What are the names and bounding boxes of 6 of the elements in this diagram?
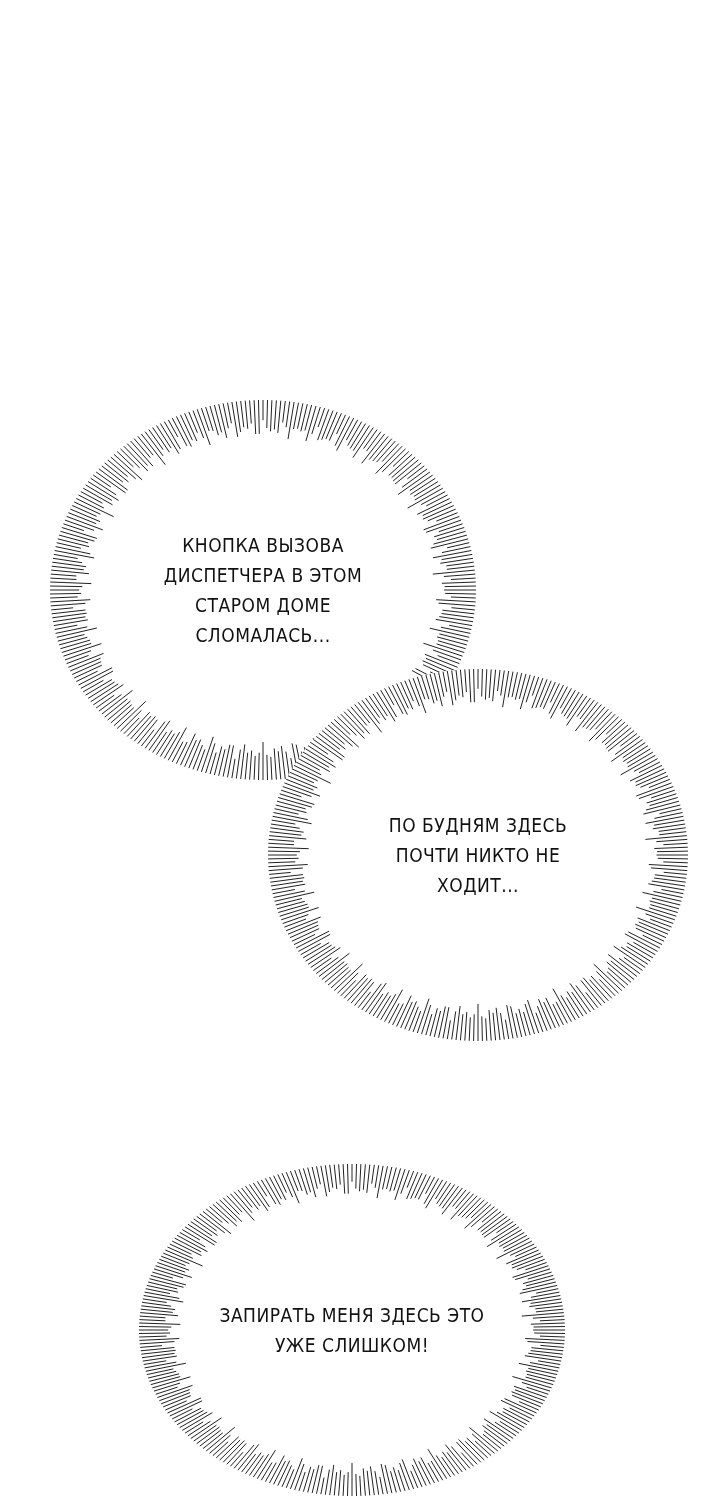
burst-thought-bubble: [266, 667, 690, 1043]
bubble-text: ЗАПИРАТЬ МЕНЯ ЗДЕСЬ ЭТО УЖЕ СЛИШКОМ!: [218, 1303, 486, 1358]
bubble-text: КНОПКА ВЫЗОВА ДИСПЕТЧЕРА В ЭТОМ СТАРОМ ДОМЕ СЛОМАЛАСЬ...: [162, 533, 364, 648]
burst-thought-bubble: [137, 1162, 567, 1497]
bubble-text: ПО БУДНЯМ ЗДЕСЬ ПОЧТИ НИКТО НЕ ХОДИТ...: [387, 813, 569, 898]
burst-thought-bubble: [48, 398, 478, 782]
